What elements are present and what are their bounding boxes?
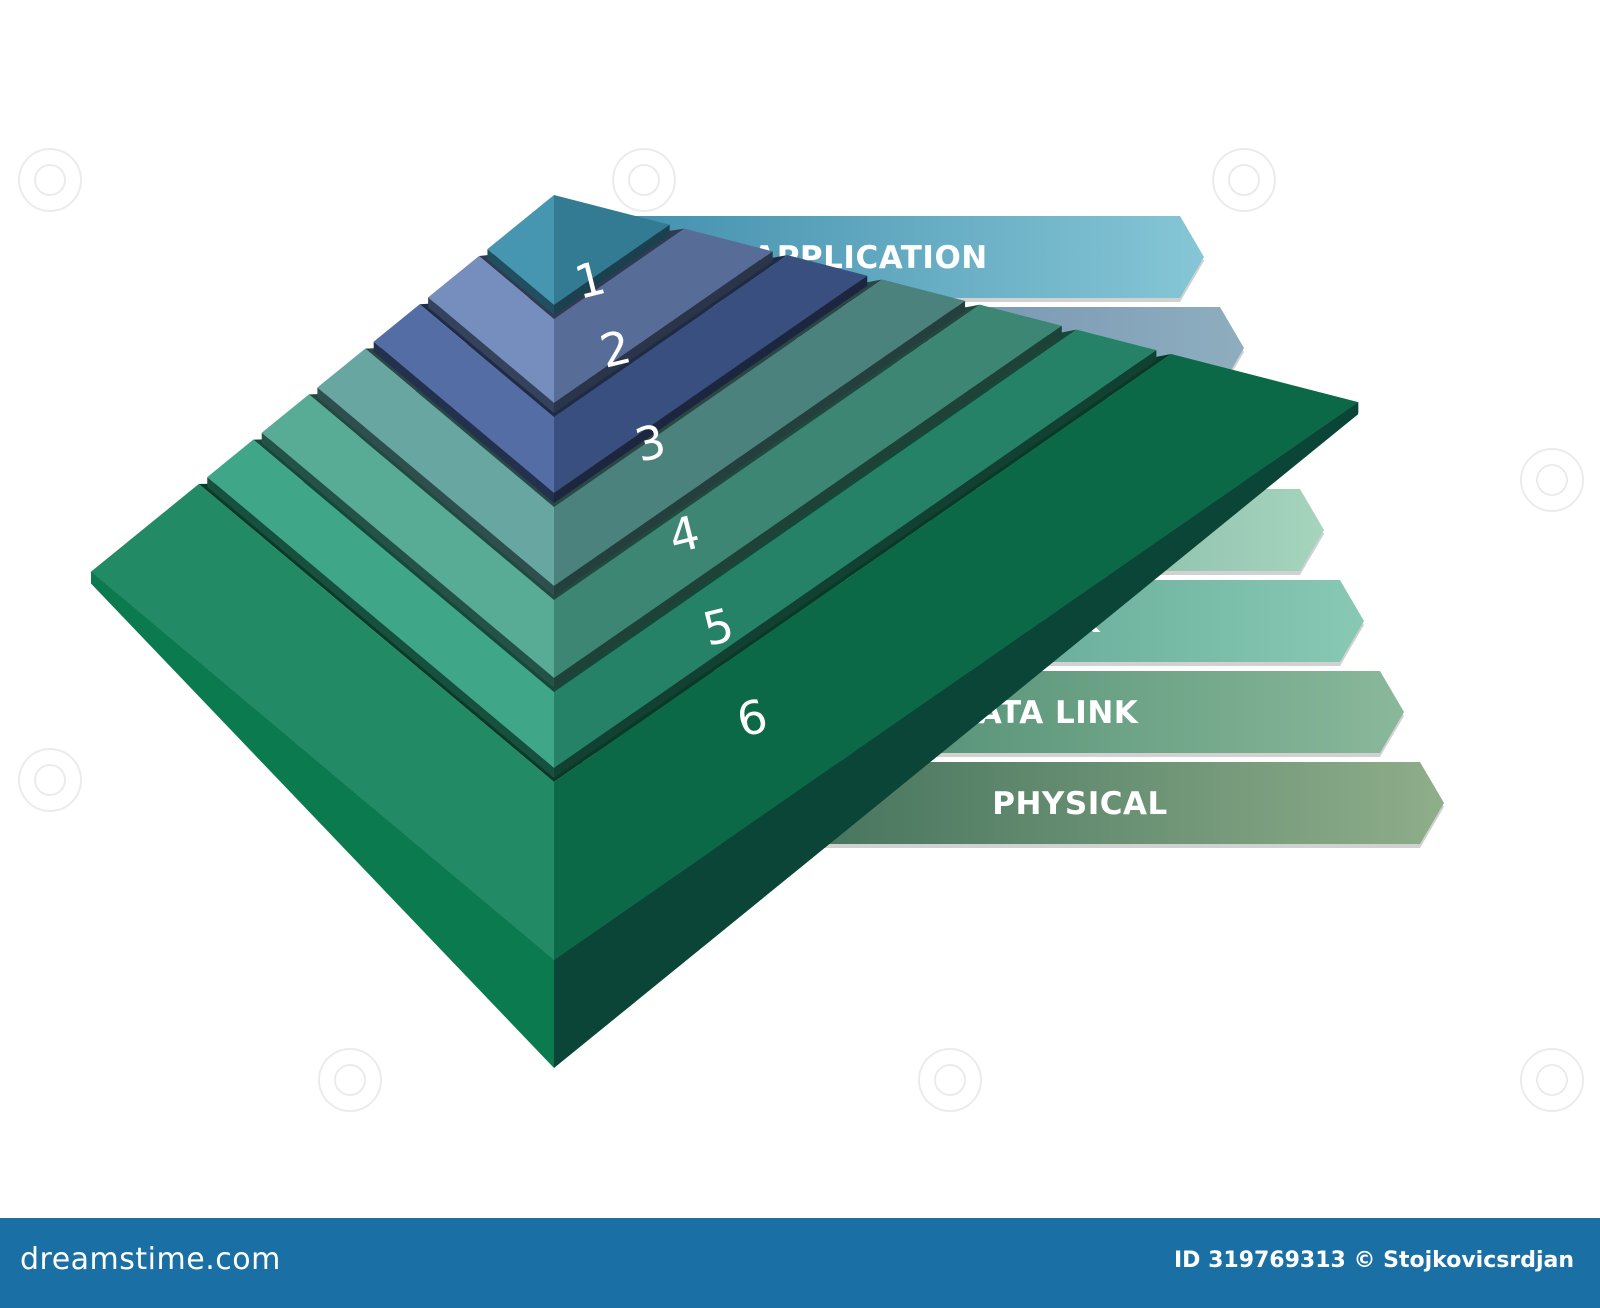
watermark-icon <box>318 1048 382 1112</box>
pyramid-base <box>91 402 1359 1069</box>
tier-edge <box>554 251 773 413</box>
tier-edge <box>554 224 670 315</box>
watermark-icon <box>1212 148 1276 212</box>
footer-bar: dreamstime.com ID 319769313 © Stojkovics… <box>0 1218 1600 1308</box>
tier-edge <box>207 477 554 778</box>
tier-edge <box>428 297 554 413</box>
tier-edge <box>487 249 554 315</box>
dreamstime-logo[interactable]: dreamstime.com <box>20 1242 281 1277</box>
watermark-icon <box>918 1048 982 1112</box>
watermark-icon <box>18 748 82 812</box>
tier-left-face <box>428 256 554 403</box>
pyramid-svg: APPLICATIONPRESENTATIONSESSIONTRANSPORTN… <box>91 195 1444 1069</box>
tier-right-face <box>554 195 670 305</box>
tier-edge <box>261 432 554 688</box>
tier-left-face <box>261 394 554 678</box>
base-right-face <box>554 402 1359 1069</box>
watermark-icon <box>1520 448 1584 512</box>
tier-edge <box>373 341 554 503</box>
pyramid: 7654321 <box>91 195 1359 1069</box>
watermark-icon <box>18 148 82 212</box>
tier-left-face <box>317 348 554 586</box>
pyramid-tier: 1 <box>487 195 670 315</box>
tier-edge <box>554 325 1062 688</box>
tier-right-face <box>554 353 1359 960</box>
tier-left-face <box>487 195 554 305</box>
pyramid-tier: 6 <box>207 329 1157 778</box>
watermark-icon <box>612 148 676 212</box>
tier-left-face <box>207 439 554 768</box>
tier-left-face <box>373 304 554 493</box>
tier-edge <box>554 350 1157 778</box>
watermark-icon <box>1520 1048 1584 1112</box>
tier-edge <box>317 387 554 596</box>
image-credit: ID 319769313 © Stojkovicsrdjan <box>1173 1248 1574 1273</box>
tier-right-face <box>554 279 966 586</box>
osi-pyramid-diagram: APPLICATIONPRESENTATIONSESSIONTRANSPORTN… <box>18 148 1584 1112</box>
tier-left-face <box>91 483 555 960</box>
tier-right-face <box>554 304 1062 678</box>
tier-edge <box>554 300 966 596</box>
tier-right-face <box>554 228 773 403</box>
tier-edge <box>554 275 868 503</box>
tier-right-face <box>554 329 1157 768</box>
base-left-face <box>91 571 555 1068</box>
layer-label: PHYSICAL <box>992 786 1167 822</box>
tier-right-face <box>554 255 868 493</box>
